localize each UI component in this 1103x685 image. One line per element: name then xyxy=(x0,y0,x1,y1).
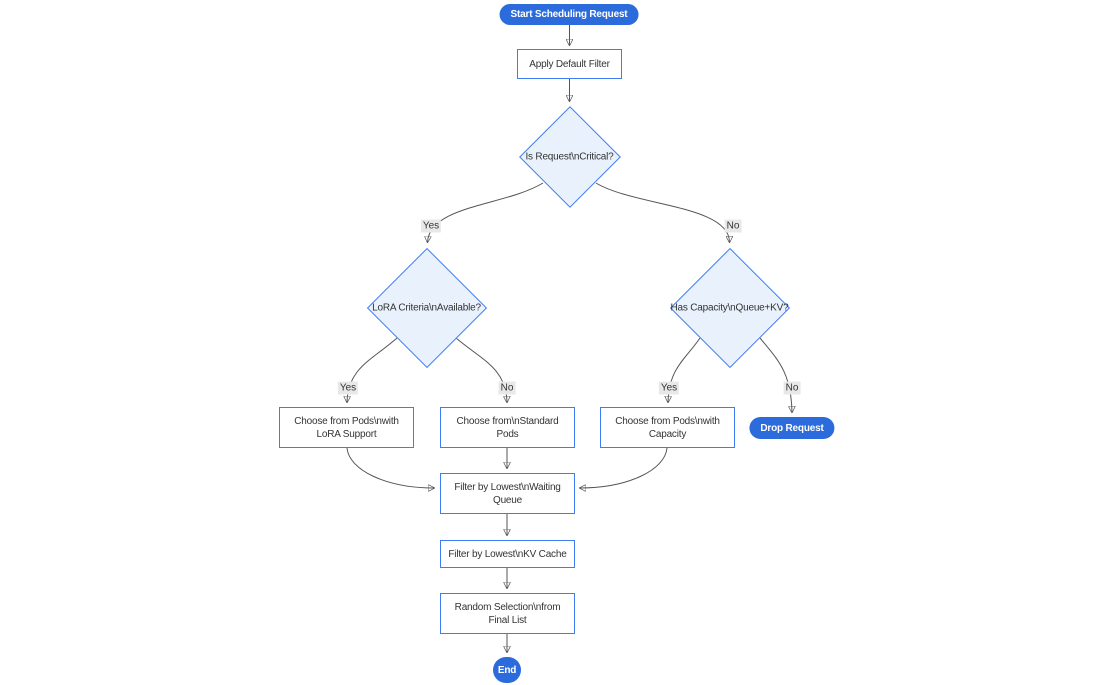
edge-label-lora-yes: Yes xyxy=(337,381,359,395)
node-choose-standard-pods: Choose from\nStandard Pods xyxy=(440,407,575,448)
node-filter-waiting-queue: Filter by Lowest\nWaiting Queue xyxy=(440,473,575,514)
node-label: Choose from Pods\nwith LoRA Support xyxy=(294,415,399,440)
edge-capacitypods-to-filter xyxy=(580,447,668,488)
node-label: Filter by Lowest\nKV Cache xyxy=(448,548,567,560)
node-end: End xyxy=(493,657,521,683)
edge-label-critical-yes: Yes xyxy=(420,219,442,233)
edge-label-capacity-no: No xyxy=(783,381,801,395)
node-filter-kv-cache: Filter by Lowest\nKV Cache xyxy=(440,540,575,568)
edge-label-lora-no: No xyxy=(498,381,516,395)
node-label: Apply Default Filter xyxy=(529,58,610,70)
node-drop-request: Drop Request xyxy=(749,417,835,439)
node-label: Is Request\nCritical? xyxy=(525,151,614,162)
node-label: Random Selection\nfrom Final List xyxy=(454,601,561,626)
node-lora-criteria-decision: LoRA Criteria\nAvailable? xyxy=(366,247,487,368)
node-label: Choose from\nStandard Pods xyxy=(456,415,559,440)
edge-lorapods-to-filter xyxy=(346,447,434,488)
node-apply-default-filter: Apply Default Filter xyxy=(517,49,622,79)
node-label: Choose from Pods\nwith Capacity xyxy=(615,415,720,440)
node-label: LoRA Criteria\nAvailable? xyxy=(372,302,481,313)
edge-label-capacity-yes: Yes xyxy=(658,381,680,395)
node-choose-capacity-pods: Choose from Pods\nwith Capacity xyxy=(600,407,735,448)
node-start-scheduling-request: Start Scheduling Request xyxy=(499,4,639,25)
node-label: Has Capacity\nQueue+KV? xyxy=(670,302,789,313)
node-has-capacity-decision: Has Capacity\nQueue+KV? xyxy=(669,247,790,368)
edge-label-critical-no: No xyxy=(724,219,742,233)
edge-capacity-no xyxy=(759,337,792,412)
node-choose-lora-pods: Choose from Pods\nwith LoRA Support xyxy=(279,407,414,448)
node-random-selection: Random Selection\nfrom Final List xyxy=(440,593,575,634)
node-label: Filter by Lowest\nWaiting Queue xyxy=(454,481,561,506)
node-is-request-critical-decision: Is Request\nCritical? xyxy=(518,105,621,208)
